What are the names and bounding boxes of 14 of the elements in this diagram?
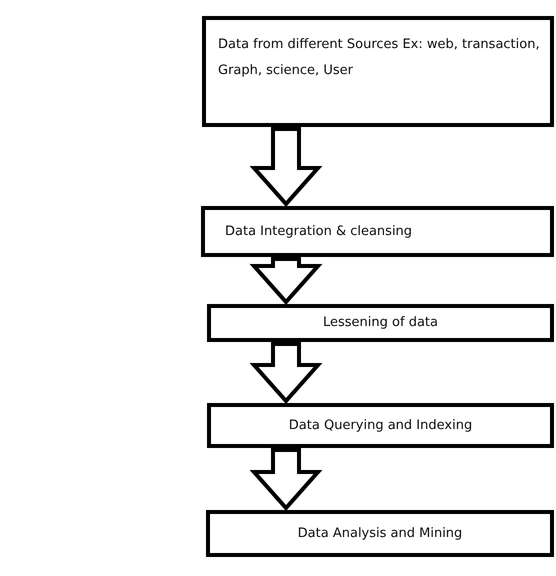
box-label: Data Analysis and Mining [298,524,462,542]
box-label: Data Integration & cleansing [225,222,412,240]
process-box [202,16,554,127]
box-label: Data Querying and Indexing [288,416,472,434]
block-arrow [250,127,322,208]
block-arrow [250,342,322,404]
process-box [207,304,554,342]
box-label: Data from different Sources Ex: web, transaction, Graph, science, User [218,36,540,80]
block-arrow [250,257,322,306]
process-box [206,510,554,557]
process-box [201,206,554,257]
process-box [207,403,554,448]
box-label: Lessening of data [323,314,438,332]
block-arrow [250,448,322,512]
